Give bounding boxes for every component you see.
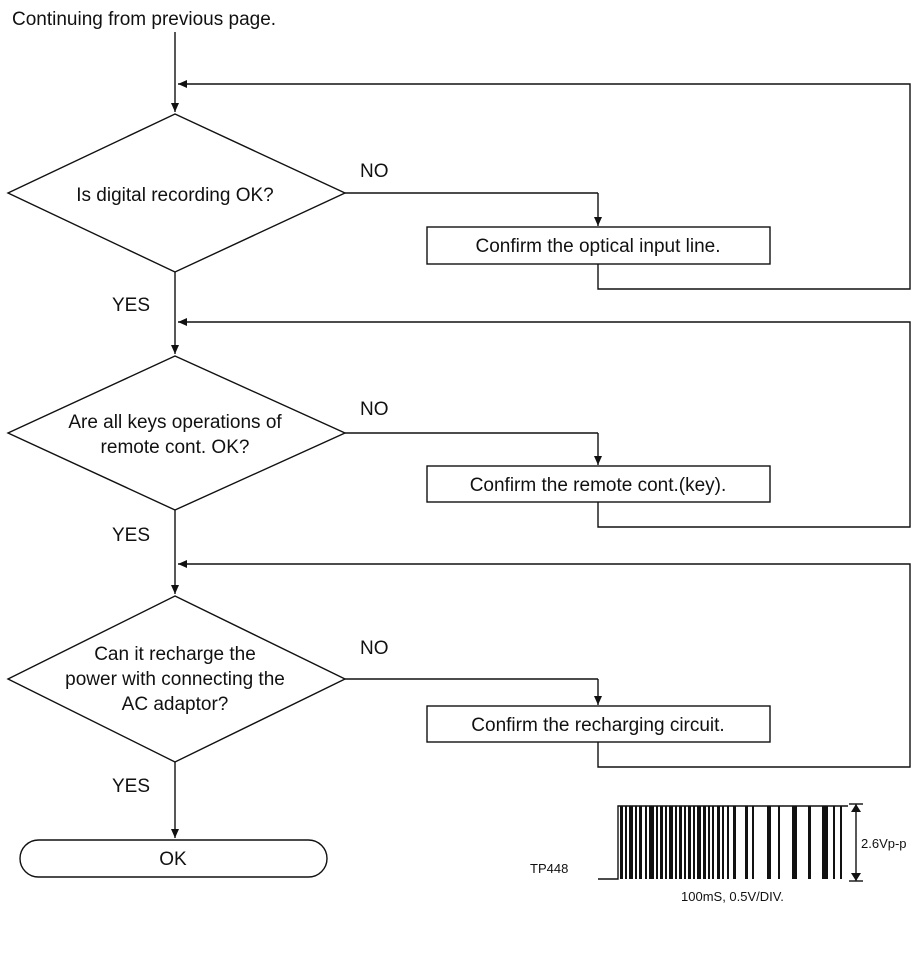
- waveform-pulse: [778, 806, 780, 879]
- decision-1-line-1: Is digital recording OK?: [76, 185, 274, 206]
- waveform-pulse: [669, 806, 673, 879]
- decision-2-no-label: NO: [360, 399, 389, 420]
- waveform-pulse: [656, 806, 658, 879]
- decision-3-no-label: NO: [360, 638, 389, 659]
- amplitude-arrow-down-icon: [851, 873, 861, 881]
- waveform-pulse: [629, 806, 633, 879]
- decision-3-line-3: AC adaptor?: [122, 694, 229, 715]
- waveform-pulse: [712, 806, 714, 879]
- action-1-loop-back: [178, 80, 911, 290]
- waveform-test-point: TP448: [530, 861, 568, 876]
- waveform-pulse: [649, 806, 654, 879]
- waveform-pulse: [645, 806, 647, 879]
- amplitude-arrow-up-icon: [851, 804, 861, 812]
- waveform-pulse: [697, 806, 701, 879]
- action-2-label: Confirm the remote cont.(key).: [470, 475, 727, 496]
- waveform-pulse: [745, 806, 748, 879]
- waveform-pulse: [625, 806, 627, 879]
- waveform-pulse: [635, 806, 637, 879]
- waveform-pulses: [620, 806, 842, 879]
- waveform-amplitude: 2.6Vp-p: [861, 836, 907, 851]
- waveform-pulse: [808, 806, 811, 879]
- action-3-loop-back: [178, 560, 911, 768]
- waveform-pulse: [703, 806, 706, 879]
- waveform-pulse: [717, 806, 720, 879]
- action-1-label: Confirm the optical input line.: [475, 236, 720, 257]
- waveform-pulse: [708, 806, 710, 879]
- action-optical-input: [426, 226, 771, 265]
- waveform-pulse: [792, 806, 797, 879]
- waveform-pulse: [688, 806, 691, 879]
- waveform-pulse: [722, 806, 724, 879]
- waveform-tp448: [598, 803, 863, 882]
- decision-2-line-1: Are all keys operations of: [68, 412, 282, 433]
- decision-3-yes-label: YES: [112, 776, 150, 797]
- waveform-pulse: [679, 806, 682, 879]
- waveform-pulse: [833, 806, 835, 879]
- terminal-ok: [19, 839, 328, 878]
- terminal-label: OK: [159, 849, 187, 870]
- decision-1-yes-label: YES: [112, 295, 150, 316]
- waveform-pulse: [822, 806, 828, 879]
- waveform-pulse: [752, 806, 754, 879]
- header-text: Continuing from previous page.: [12, 9, 276, 30]
- waveform-scale: 100mS, 0.5V/DIV.: [681, 889, 784, 904]
- waveform-pulse: [665, 806, 667, 879]
- waveform-pulse: [693, 806, 695, 879]
- waveform-pulse: [639, 806, 642, 879]
- waveform-pulse: [727, 806, 729, 879]
- decision-2-yes-label: YES: [112, 525, 150, 546]
- waveform-pulse: [733, 806, 736, 879]
- decision-remote-keys: [6, 355, 347, 511]
- waveform-pulse: [840, 806, 842, 879]
- decision-3-line-1: Can it recharge the: [94, 644, 256, 665]
- action-3-label: Confirm the recharging circuit.: [471, 715, 724, 736]
- action-2-loop-back: [178, 318, 911, 528]
- decision-1-no-label: NO: [360, 161, 389, 182]
- waveform-pulse: [620, 806, 623, 879]
- waveform-pulse: [675, 806, 677, 879]
- waveform-pulse: [660, 806, 663, 879]
- decision-2-line-2: remote cont. OK?: [101, 437, 250, 458]
- action-recharging-circuit: [426, 705, 771, 743]
- decision-3-line-2: power with connecting the: [65, 669, 285, 690]
- waveform-pulse: [767, 806, 771, 879]
- waveform-pulse: [684, 806, 686, 879]
